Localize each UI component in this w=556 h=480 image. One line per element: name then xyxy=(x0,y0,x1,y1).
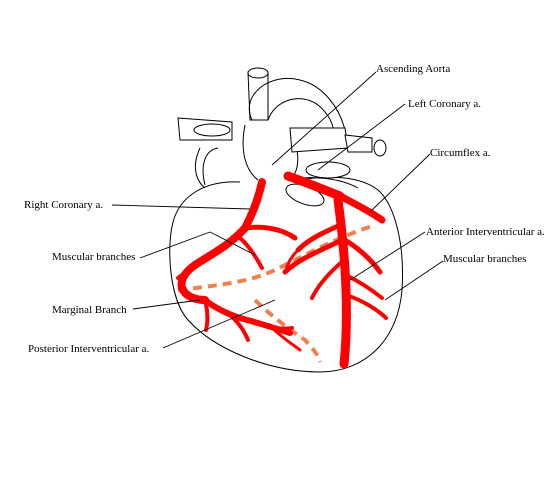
label-posterior-interventricular: Posterior Interventricular a. xyxy=(28,343,150,355)
label-right-coronary: Right Coronary a. xyxy=(24,199,103,211)
label-marginal-branch: Marginal Branch xyxy=(52,304,127,316)
labels: Ascending Aorta Left Coronary a. Circumf… xyxy=(24,63,545,355)
heart-outline xyxy=(169,147,404,373)
label-muscular-branches-left: Muscular branches xyxy=(52,251,135,263)
great-vessels xyxy=(177,67,387,207)
label-left-coronary: Left Coronary a. xyxy=(408,98,481,110)
label-circumflex: Circumflex a. xyxy=(430,147,491,159)
leader-lines xyxy=(111,71,444,349)
label-muscular-branches-right: Muscular branches xyxy=(443,253,526,265)
label-ascending-aorta: Ascending Aorta xyxy=(376,63,450,75)
label-anterior-interventricular: Anterior Interventricular a. xyxy=(426,226,545,238)
coronary-arteries xyxy=(176,171,388,369)
